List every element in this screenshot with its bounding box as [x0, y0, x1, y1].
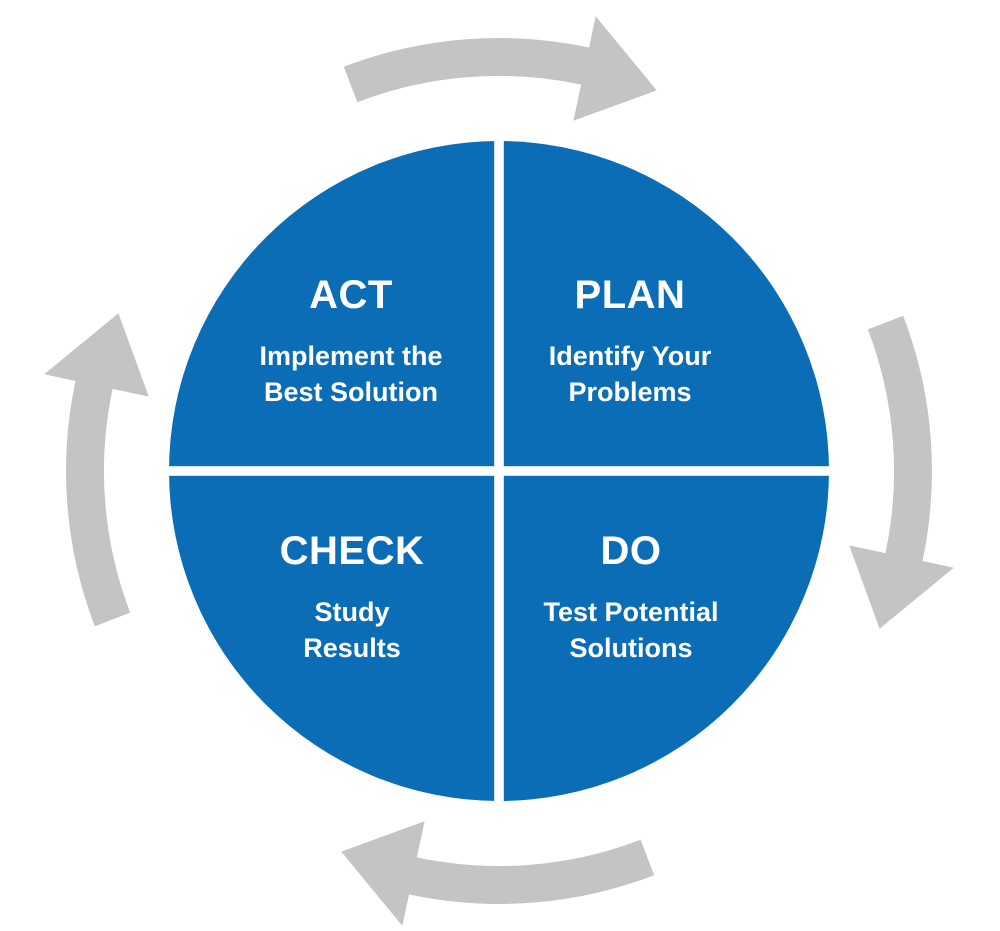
quadrant-check-subtitle: Study Results	[303, 597, 401, 663]
cycle-arrow-right-icon	[849, 315, 954, 629]
quadrant-plan-title: PLAN	[574, 273, 686, 317]
quadrant-check-title: CHECK	[279, 529, 425, 573]
cycle-arrow-top-icon	[343, 16, 657, 121]
quadrant-do: DO Test Potential Solutions	[451, 528, 811, 666]
cycle-arrow-bottom-icon	[341, 821, 655, 926]
quadrant-plan: PLAN Identify Your Problems	[450, 272, 810, 410]
quadrant-divider-vertical	[494, 138, 504, 804]
quadrant-act-title: ACT	[309, 273, 393, 317]
quadrant-plan-subtitle: Identify Your Problems	[548, 341, 712, 407]
quadrant-act: ACT Implement the Best Solution	[171, 272, 531, 410]
quadrant-check: CHECK Study Results	[172, 528, 532, 666]
quadrant-do-title: DO	[600, 529, 662, 573]
cycle-arrow-left-icon	[44, 313, 149, 627]
quadrant-do-subtitle: Test Potential Solutions	[543, 597, 719, 663]
quadrant-act-subtitle: Implement the Best Solution	[259, 341, 443, 407]
